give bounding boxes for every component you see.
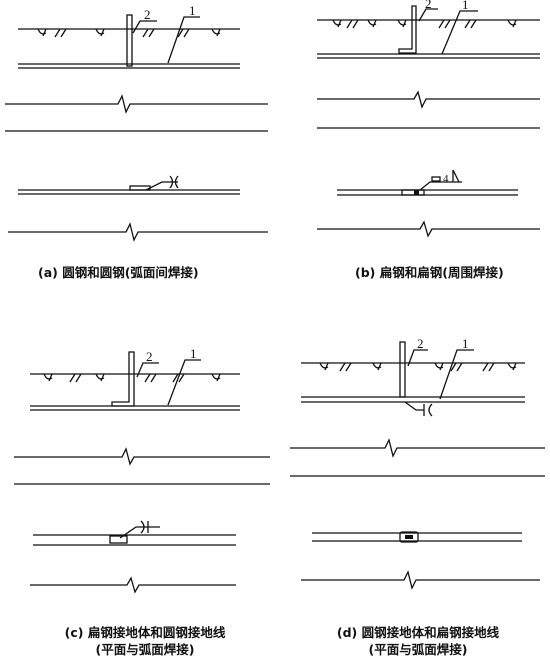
label-1-b: 1 — [462, 0, 469, 12]
weld-leader — [404, 401, 424, 411]
caption-c: (c) 扁钢接地体和圆钢接地线 (平面与弧面焊接) — [30, 624, 260, 658]
caption-d-line2: (平面与弧面焊接) — [368, 642, 468, 657]
earth-hatching — [37, 28, 221, 38]
caption-b: (b) 扁钢和扁钢(周围焊接) — [355, 265, 504, 280]
weld-joint — [109, 535, 128, 544]
weld-symbol-arc — [423, 403, 433, 417]
weld-joint — [401, 189, 425, 196]
panel-c — [14, 351, 270, 594]
caption-d: (d) 圆钢接地体和扁钢接地线 (平面与弧面焊接) — [303, 624, 533, 658]
plan-line-lower — [8, 222, 268, 242]
weld-joint-fill — [414, 190, 419, 195]
panel-d — [290, 341, 545, 590]
plan-line-lower — [317, 220, 540, 238]
panel-b — [317, 5, 540, 238]
label-2-c: 2 — [146, 349, 153, 364]
weld-leader — [145, 181, 170, 191]
vertical-ground-rod — [111, 351, 135, 407]
weld-leader — [419, 181, 462, 191]
weld-leader — [119, 526, 160, 539]
leader-1 — [441, 10, 478, 55]
earth-hatching — [43, 373, 221, 383]
plan-line-lower — [30, 576, 236, 594]
weld-symbol-arc — [140, 520, 149, 534]
vertical-flat-steel — [399, 341, 406, 398]
label-1-c: 1 — [190, 346, 197, 361]
leader-2 — [132, 20, 157, 34]
vertical-flat-steel — [398, 5, 417, 54]
weld-symbol-arc — [169, 175, 179, 189]
caption-c-line1: (c) 扁钢接地体和圆钢接地线 — [64, 625, 226, 640]
weld-joint — [399, 531, 419, 543]
label-1-d: 1 — [462, 336, 469, 351]
earth-hatching — [332, 19, 517, 29]
caption-a: (a) 圆钢和圆钢(弧面间焊接) — [38, 265, 199, 280]
plan-line-top — [290, 438, 545, 458]
label-2-a: 2 — [144, 7, 151, 22]
leader-2 — [407, 349, 428, 367]
plan-line-top — [14, 447, 270, 466]
panel-a — [5, 14, 268, 242]
plan-line-lower — [301, 570, 540, 590]
caption-d-line1: (d) 圆钢接地体和扁钢接地线 — [336, 625, 500, 640]
leader-2 — [418, 8, 438, 22]
weld-symbol-box — [431, 176, 441, 182]
plan-line-top — [317, 90, 540, 109]
leader-1 — [167, 359, 201, 406]
earth-hatching — [319, 362, 517, 372]
weld-joint-fill — [405, 535, 413, 539]
vertical-ground-rod — [126, 14, 133, 67]
label-2-b: 2 — [425, 0, 432, 11]
label-2-d: 2 — [417, 336, 424, 351]
label-1-a: 1 — [189, 3, 196, 18]
weld-size-b: 4 — [443, 173, 449, 185]
leader-2 — [136, 362, 159, 378]
leader-1 — [167, 16, 200, 64]
weld-symbol-fillet — [452, 169, 460, 183]
plan-line-top — [5, 94, 268, 114]
caption-c-line2: (平面与弧面焊接) — [95, 642, 195, 657]
leader-1 — [439, 349, 474, 400]
